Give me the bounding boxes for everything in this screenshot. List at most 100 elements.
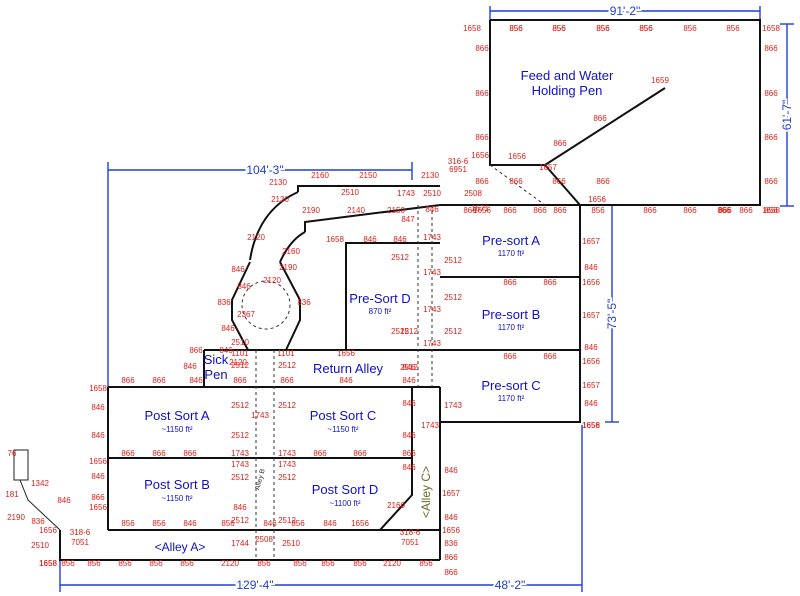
member-code: 2367 — [237, 310, 255, 319]
member-code: 866 — [353, 449, 367, 458]
member-code: 856 — [61, 559, 75, 568]
member-code: 318-6 — [70, 528, 91, 537]
member-code: 866 — [183, 449, 197, 458]
member-code: 846 — [402, 431, 416, 440]
member-code: 866 — [475, 44, 489, 53]
member-code: 856 — [353, 559, 367, 568]
member-code: 2508 — [464, 189, 482, 198]
member-code: 2512 — [444, 256, 462, 265]
member-code: 6951 — [449, 165, 467, 174]
feed-pen-label-1: Feed and Water — [521, 68, 614, 83]
member-code: 856 — [596, 24, 610, 33]
member-code: 866 — [553, 139, 567, 148]
member-code: 1743 — [251, 411, 269, 420]
member-code: 2512 — [444, 327, 462, 336]
member-code: 846 — [402, 463, 416, 472]
dim-right-upper: 61'-7" — [780, 100, 794, 131]
member-code: 847 — [401, 215, 415, 224]
member-code: 866 — [553, 206, 567, 215]
member-code: 2512 — [231, 361, 249, 370]
member-code: 866 — [463, 206, 477, 215]
member-code: 1743 — [231, 460, 249, 469]
member-code: 2512 — [231, 473, 249, 482]
member-code: 846 — [363, 235, 377, 244]
member-code: 866 — [121, 449, 135, 458]
member-code: 866 — [444, 568, 458, 577]
presort-a-area: 1170 ft² — [498, 249, 525, 258]
member-code: 856 — [291, 519, 305, 528]
member-code: 866 — [593, 114, 607, 123]
member-code: 846 — [584, 399, 598, 408]
postsort-c-label: Post Sort C — [310, 408, 376, 423]
member-code: 856 — [87, 559, 101, 568]
member-code: 856 — [321, 559, 335, 568]
member-code: 2512 — [278, 401, 296, 410]
member-code: 866 — [643, 206, 657, 215]
postsort-a-area: ~1150 ft² — [161, 425, 193, 434]
member-code: 2160 — [311, 171, 329, 180]
dim-bottom-left: 129'-4" — [236, 578, 273, 592]
member-code: 846 — [237, 282, 251, 291]
member-code: 846 — [183, 519, 197, 528]
member-code: 1657 — [582, 381, 600, 390]
return-alley-label: Return Alley — [313, 361, 384, 376]
dimension-labels: 91'-2" 104'-3" 61'-7" 73'-5" 129'-4" 48'… — [234, 2, 796, 594]
member-code: 1656 — [39, 526, 57, 535]
member-code: 866 — [152, 449, 166, 458]
member-code: 866 — [552, 177, 566, 186]
member-code: 856 — [509, 24, 523, 33]
member-code: 2512 — [391, 327, 409, 336]
member-code: 866 — [475, 177, 489, 186]
member-code: 316-6 — [448, 157, 469, 166]
member-code: 7051 — [71, 538, 89, 547]
member-code: 846 — [263, 519, 277, 528]
member-code: 866 — [152, 376, 166, 385]
member-code: 1658 — [582, 421, 600, 430]
member-code: 846 — [402, 376, 416, 385]
member-code: 2510 — [423, 189, 441, 198]
member-code: 2130 — [271, 195, 289, 204]
member-code: 856 — [509, 24, 523, 33]
member-code: 2190 — [279, 263, 297, 272]
member-code: 856 — [639, 24, 653, 33]
member-code: 1743 — [397, 189, 415, 198]
member-code: 2512 — [231, 401, 249, 410]
member-code: 866 — [683, 206, 697, 215]
member-code: 866 — [533, 206, 547, 215]
member-code: 856 — [257, 559, 271, 568]
member-code: 846 — [183, 362, 197, 371]
member-code: 866 — [764, 177, 778, 186]
dimension-lines — [59, 6, 794, 592]
postsort-d-label: Post Sort D — [312, 482, 378, 497]
member-code: 846 — [231, 265, 245, 274]
member-code: 856 — [293, 559, 307, 568]
member-code: 1658 — [326, 235, 344, 244]
member-code: 846 — [393, 235, 407, 244]
member-code: 1656 — [471, 151, 489, 160]
member-code: 76 — [8, 449, 17, 458]
member-code: 866 — [233, 376, 247, 385]
member-code: 1671 — [471, 204, 489, 213]
member-code: 2190 — [302, 206, 320, 215]
member-code: 866 — [121, 376, 135, 385]
member-code: 2190 — [7, 513, 25, 522]
member-code: 2512 — [444, 293, 462, 302]
member-code: 846 — [584, 263, 598, 272]
dim-upper: 104'-3" — [246, 163, 283, 177]
member-code: 1101 — [277, 349, 295, 358]
member-code: 866 — [91, 493, 105, 502]
presort-d-area: 870 ft² — [369, 307, 392, 316]
member-code: 1656 — [588, 195, 606, 204]
member-code: 846 — [189, 376, 203, 385]
member-code: 856 — [683, 24, 697, 33]
member-code: 846 — [91, 403, 105, 412]
member-code: 1659 — [651, 76, 669, 85]
member-code: 2512 — [400, 327, 418, 336]
member-code: 866 — [444, 553, 458, 562]
member-code: 1743 — [444, 401, 462, 410]
member-code: 2130 — [421, 171, 439, 180]
postsort-c-area: ~1150 ft² — [327, 425, 359, 434]
member-code: 836 — [31, 517, 45, 526]
member-code: 866 — [189, 346, 203, 355]
